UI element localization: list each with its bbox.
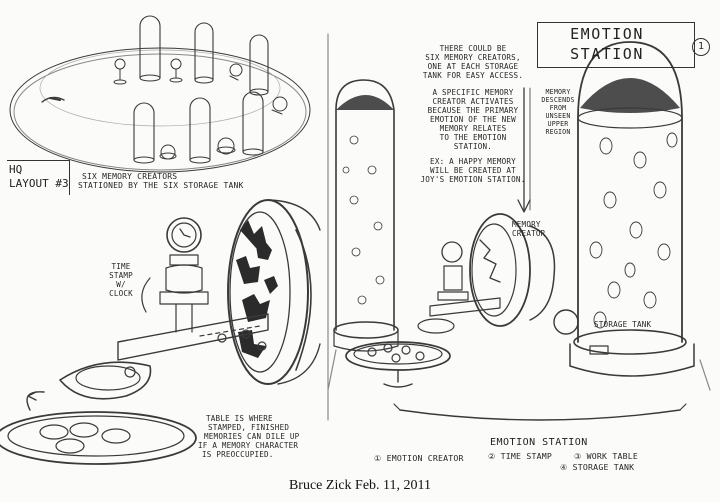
memory-creator-line-1: MEMORY xyxy=(512,220,541,229)
artist-caption: Bruce Zick Feb. 11, 2011 xyxy=(288,478,432,493)
time-stamp-line-3: W/ xyxy=(116,280,126,289)
center-note-line-11: STATION. xyxy=(453,142,493,151)
center-note-line-10: TO THE EMOTION xyxy=(439,133,507,142)
title-line-2: STATION xyxy=(570,45,644,63)
memory-creator-label: MEMORY CREATOR xyxy=(512,220,545,238)
time-stamp-line-2: STAMP xyxy=(109,271,133,280)
creators-caption: SIX MEMORY CREATORS STATIONED BY THE SIX… xyxy=(78,172,244,190)
descends-line-1: MEMORY xyxy=(545,88,571,96)
descends-line-4: UNSEEN xyxy=(545,112,571,120)
center-note-line-1: THERE COULD BE xyxy=(439,44,507,53)
center-note-line-2: SIX MEMORY CREATORS, xyxy=(425,53,521,62)
table-note-line-2: STAMPED, FINISHED xyxy=(208,423,290,432)
legend-item-1: ① EMOTION CREATOR xyxy=(374,453,464,463)
table-note: TABLE IS WHERE STAMPED, FINISHED MEMORIE… xyxy=(198,414,299,459)
emotion-station-title: EMOTION STATION xyxy=(547,24,667,64)
center-note-line-6: CREATOR ACTIVATES xyxy=(432,97,514,106)
center-note-line-4: TANK FOR EASY ACCESS. xyxy=(422,71,524,80)
legend-title: EMOTION STATION xyxy=(490,437,588,448)
time-stamp-line-1: TIME xyxy=(111,262,131,271)
title-number: 1 xyxy=(692,38,710,56)
table-note-line-1: TABLE IS WHERE xyxy=(206,414,273,423)
storage-tank-label: STORAGE TANK xyxy=(594,320,652,329)
hq-layout-overview xyxy=(9,15,311,173)
center-note-line-3: ONE AT EACH STORAGE xyxy=(427,62,519,71)
hq-line-1: HQ xyxy=(9,163,23,176)
center-note-line-5: A SPECIFIC MEMORY xyxy=(432,88,514,97)
descends-line-3: FROM xyxy=(549,104,567,112)
legend-item-2: ② TIME STAMP xyxy=(488,451,552,461)
center-note-line-14: JOY'S EMOTION STATION. xyxy=(420,175,526,184)
memory-descends-note: MEMORY DESCENDS FROM UNSEEN UPPER REGION xyxy=(536,88,580,136)
center-note-line-13: WILL BE CREATED AT xyxy=(430,166,516,175)
memory-creator-closeup xyxy=(0,199,321,465)
table-note-line-5: IS PREOCCUPIED. xyxy=(202,450,274,459)
table-note-line-3: MEMORIES CAN DILE UP xyxy=(204,432,300,441)
descends-line-2: DESCENDS xyxy=(541,96,575,104)
legend-item-3: ③ WORK TABLE xyxy=(574,451,638,461)
memory-creator-line-2: CREATOR xyxy=(512,229,546,238)
hq-label: HQ LAYOUT #3 xyxy=(9,163,69,191)
center-note-line-12: EX: A HAPPY MEMORY xyxy=(430,157,516,166)
legend-item-4: ④ STORAGE TANK xyxy=(560,462,635,472)
time-stamp-note: TIME STAMP W/ CLOCK xyxy=(96,262,146,298)
center-note: THERE COULD BE SIX MEMORY CREATORS, ONE … xyxy=(418,44,528,184)
hq-line-2: LAYOUT #3 xyxy=(9,177,69,190)
center-note-line-7: BECAUSE THE PRIMARY xyxy=(427,106,519,115)
table-note-line-4: IF A MEMORY CHARACTER xyxy=(198,441,299,450)
creators-caption-line-2: STATIONED BY THE SIX STORAGE TANK xyxy=(78,181,244,190)
time-stamp-line-4: CLOCK xyxy=(109,289,133,298)
center-note-line-9: MEMORY RELATES xyxy=(439,124,507,133)
creators-caption-line-1: SIX MEMORY CREATORS xyxy=(82,172,178,181)
title-line-1: EMOTION xyxy=(570,25,644,43)
descends-line-6: REGION xyxy=(545,128,571,136)
hq-label-box xyxy=(7,160,70,195)
center-note-line-8: EMOTION OF THE NEW xyxy=(430,115,516,124)
descends-line-5: UPPER xyxy=(547,120,569,128)
emotion-station-drawing xyxy=(327,41,711,421)
